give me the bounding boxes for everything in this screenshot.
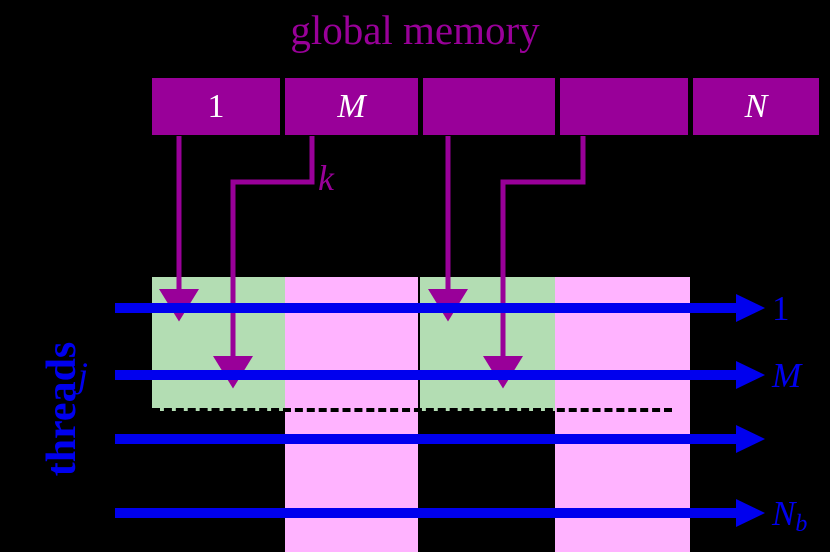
memory-block[interactable]: M — [285, 78, 418, 135]
thread-row-label: Nb — [772, 494, 808, 537]
grid-column-divider — [418, 277, 420, 411]
memory-block-label: N — [744, 88, 768, 125]
memory-block-label: 1 — [207, 88, 225, 125]
k-index-label: k — [318, 158, 334, 198]
thread-line — [115, 434, 755, 444]
thread-row-label: 1 — [772, 289, 790, 328]
thread-row-label: M — [772, 356, 802, 395]
thread-arrowhead-icon — [736, 294, 765, 322]
memory-block[interactable] — [560, 78, 688, 135]
thread-arrowhead-icon — [736, 425, 765, 453]
memory-block[interactable]: 1 — [152, 78, 280, 135]
grid-column-green — [420, 277, 555, 411]
grid-column-green — [152, 277, 285, 411]
thread-arrowhead-icon — [736, 499, 765, 527]
thread-line — [115, 303, 755, 313]
thread-line — [115, 508, 755, 518]
j-index-label: j — [78, 355, 89, 395]
page-title: global memory — [290, 7, 540, 53]
thread-arrowhead-icon — [736, 361, 765, 389]
grid-dashed-separator — [152, 408, 672, 412]
thread-line — [115, 370, 755, 380]
memory-block[interactable] — [423, 78, 555, 135]
threads-axis-label: threads — [39, 341, 85, 477]
memory-block-label: M — [337, 88, 366, 125]
memory-block[interactable]: N — [693, 78, 819, 135]
